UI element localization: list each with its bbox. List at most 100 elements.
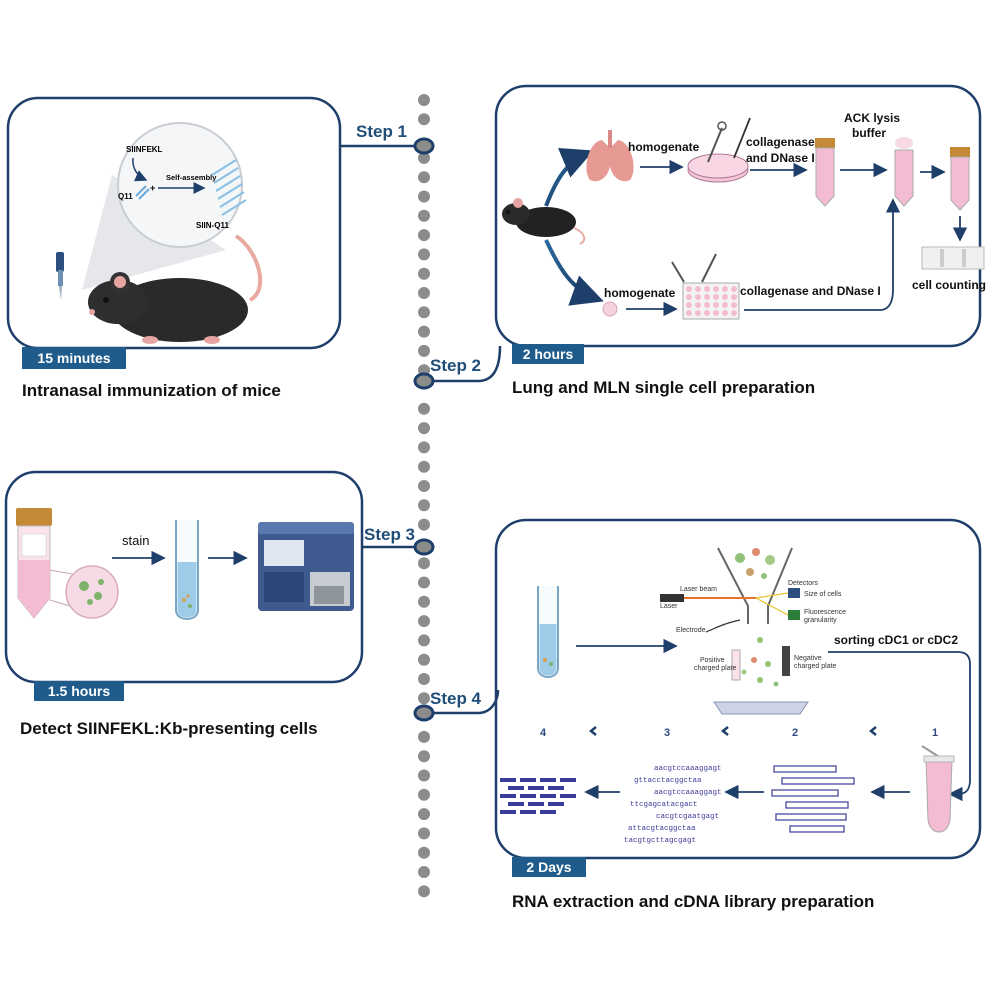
step-connector <box>430 689 500 715</box>
well <box>695 302 701 308</box>
well <box>722 310 728 316</box>
timeline-dot <box>418 692 430 705</box>
counting-chamber-icon <box>921 246 985 270</box>
cdna-fragments-icon <box>771 765 855 833</box>
step-label: Step 4 <box>430 689 482 708</box>
timeline-dot <box>418 190 430 203</box>
well <box>731 286 737 292</box>
timeline-dot <box>418 615 430 628</box>
timeline <box>418 94 430 898</box>
siin-q11-label: SIIN-Q11 <box>196 221 229 230</box>
laser-label: Laser <box>660 603 678 610</box>
panel-step-1: Step 1 SIINFEKL Q11 + Self-assembly SIIN… <box>6 96 435 400</box>
step-label: Step 2 <box>430 356 481 375</box>
sequence-read: gttacctacggctaa <box>634 777 702 785</box>
tube-icon <box>894 137 914 207</box>
step-caption: Detect SIINFEKL:Kb-presenting cells <box>20 719 318 738</box>
duration-label: 15 minutes <box>37 350 110 366</box>
mouse-icon <box>502 198 586 245</box>
pipette-icon <box>56 252 64 300</box>
detectors-label: Detectors <box>788 580 818 587</box>
chevron-left-icon <box>868 726 877 736</box>
timeline-dot <box>418 441 430 454</box>
homogenate-label: homogenate <box>628 140 700 154</box>
well <box>686 302 692 308</box>
self-assembly-label: Self-assembly <box>166 173 217 182</box>
panel-step-4: Step 4 Laser beam Lase <box>413 518 982 911</box>
step-caption: RNA extraction and cDNA library preparat… <box>512 892 874 911</box>
well <box>713 286 719 292</box>
well <box>686 310 692 316</box>
timeline-dot <box>418 267 430 280</box>
timeline-dot <box>418 306 430 319</box>
timeline-dot <box>418 673 430 685</box>
cells-zoom-icon <box>65 565 119 619</box>
flow-cytometer-icon <box>258 522 354 611</box>
well <box>731 310 737 316</box>
collagenase-dnase-label: collagenase and DNase I <box>740 284 881 298</box>
homogenate-label: homogenate <box>604 286 676 300</box>
duration-label: 2 hours <box>523 346 574 362</box>
fluorescence-label: Fluorescence <box>804 609 846 616</box>
timeline-dot <box>418 750 430 763</box>
timeline-dot <box>418 576 430 589</box>
dnase-label: and DNase I <box>746 151 815 165</box>
well <box>722 302 728 308</box>
well <box>731 302 737 308</box>
timeline-dot <box>418 808 430 821</box>
duration-label: 2 Days <box>526 859 571 875</box>
panel-step-3: Step 3 stain 1.5 hours <box>4 470 435 738</box>
tube-icon <box>950 147 970 211</box>
cell-counting-label: cell counting <box>912 278 986 292</box>
duration-badge <box>512 344 584 364</box>
step-connector <box>430 345 502 383</box>
curved-arrow-up <box>544 148 594 207</box>
timeline-dot <box>418 866 430 878</box>
step-label: Step 3 <box>364 525 415 544</box>
size-of-cells-label: Size of cells <box>804 591 842 598</box>
well <box>722 286 728 292</box>
positive-plate-sub: charged plate <box>694 665 737 672</box>
tube-icon <box>16 508 52 619</box>
panel-step-2: Step 2 homogenate collagenase <box>413 84 986 397</box>
duration-badge <box>34 681 124 701</box>
timeline-dot <box>418 151 430 164</box>
sequence-read: tacgtgcttagcgagt <box>624 837 696 845</box>
timeline-dot <box>418 344 430 357</box>
peptide-label: SIINFEKL <box>126 145 163 154</box>
chevron-left-icon <box>720 726 729 736</box>
timeline-dot <box>418 229 430 242</box>
plus-sign: + <box>150 183 155 193</box>
timeline-dot <box>418 518 430 531</box>
timeline-dot <box>418 788 430 801</box>
microtube-icon <box>921 745 955 833</box>
sequence-read: cacgtcgaatgagt <box>656 813 719 821</box>
positive-plate-label: Positive <box>700 657 725 664</box>
well-plate-icon <box>671 253 740 320</box>
timeline-dot <box>418 846 430 859</box>
well <box>686 294 692 300</box>
zoom-lines <box>49 569 73 607</box>
cell-sorter-icon <box>660 547 809 715</box>
timeline-dot <box>418 653 430 666</box>
step-label: Step 1 <box>356 122 407 141</box>
timeline-dot <box>418 113 430 126</box>
timeline-dot <box>418 730 430 743</box>
flow-arrow <box>744 198 901 311</box>
step-node <box>413 538 435 556</box>
mouse-icon <box>88 234 263 344</box>
timeline-dot <box>418 422 430 435</box>
timeline-dot <box>418 325 430 338</box>
step-node <box>413 704 435 722</box>
q11-label: Q11 <box>118 192 133 201</box>
timeline-dot <box>418 248 430 261</box>
curved-arrow-down <box>544 239 604 306</box>
assembled-reads-icon <box>500 778 576 814</box>
timeline-dot <box>418 209 430 222</box>
timeline-dot <box>418 595 430 608</box>
well <box>695 294 701 300</box>
granularity-label: granularity <box>804 617 837 624</box>
peptide-arrow <box>132 157 148 182</box>
well <box>731 294 737 300</box>
